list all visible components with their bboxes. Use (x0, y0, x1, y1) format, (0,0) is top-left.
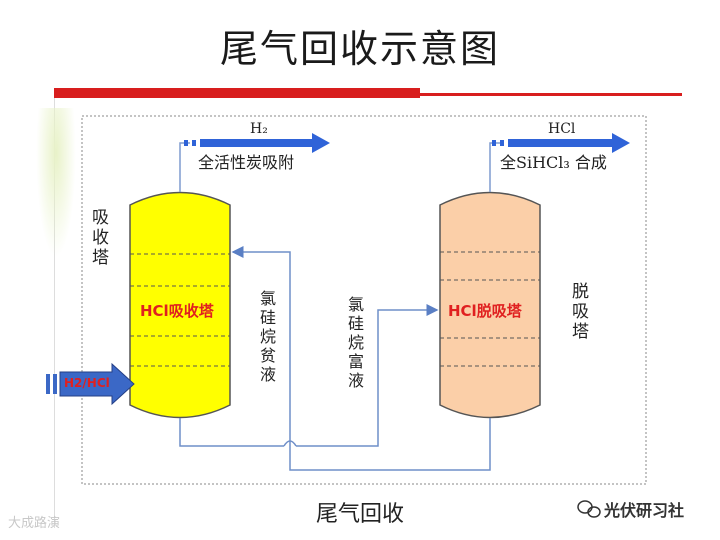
desorption-tower-body (439, 191, 541, 419)
h2-gas-label: H₂ (250, 121, 268, 137)
absorption-tower-body (129, 191, 231, 419)
desorption-tower-label: HCl脱吸塔 (448, 302, 522, 320)
h2-output-arrow (184, 133, 330, 153)
h2-destination-label: 全活性炭吸附 (198, 153, 295, 172)
hcl-gas-label: HCl (548, 121, 576, 137)
lean-liquid-label: 氯硅烷贫液 (257, 290, 276, 385)
leaf-decoration (36, 108, 76, 258)
hcl-vent-pipe (489, 142, 500, 192)
absorption-tower-side-label: 吸收塔 (88, 208, 108, 268)
desorption-tower-side-label: 脱吸塔 (568, 282, 588, 342)
title-underline-line (420, 93, 682, 96)
rich-liquid-pipe-b (296, 304, 439, 447)
rich-liquid-label: 氯硅烷富液 (345, 296, 364, 391)
desorption-tower (439, 191, 541, 419)
absorption-tower (129, 191, 231, 419)
hcl-destination-label: 全SiHCl₃ 合成 (500, 153, 607, 172)
rich-liquid-pipe-a (179, 418, 284, 447)
inlet-arrow (46, 362, 135, 406)
watermark-right: 光伏研习社 (604, 501, 685, 520)
hcl-output-arrow (492, 133, 630, 153)
h2-vent-pipe (179, 142, 190, 192)
watermark-left: 大成路演 (8, 516, 61, 531)
page-title: 尾气回收示意图 (219, 27, 500, 71)
absorption-tower-label: HCl吸收塔 (140, 302, 214, 320)
wechat-icon (577, 500, 601, 518)
diagram-frame (81, 115, 647, 485)
left-margin-line (54, 98, 55, 528)
diagram-caption: 尾气回收 (315, 502, 404, 527)
lean-liquid-pipe (231, 246, 491, 471)
title-underline-bar (54, 88, 420, 98)
inlet-label: H2/HCl (64, 376, 110, 390)
pipe-crossover (283, 440, 297, 447)
